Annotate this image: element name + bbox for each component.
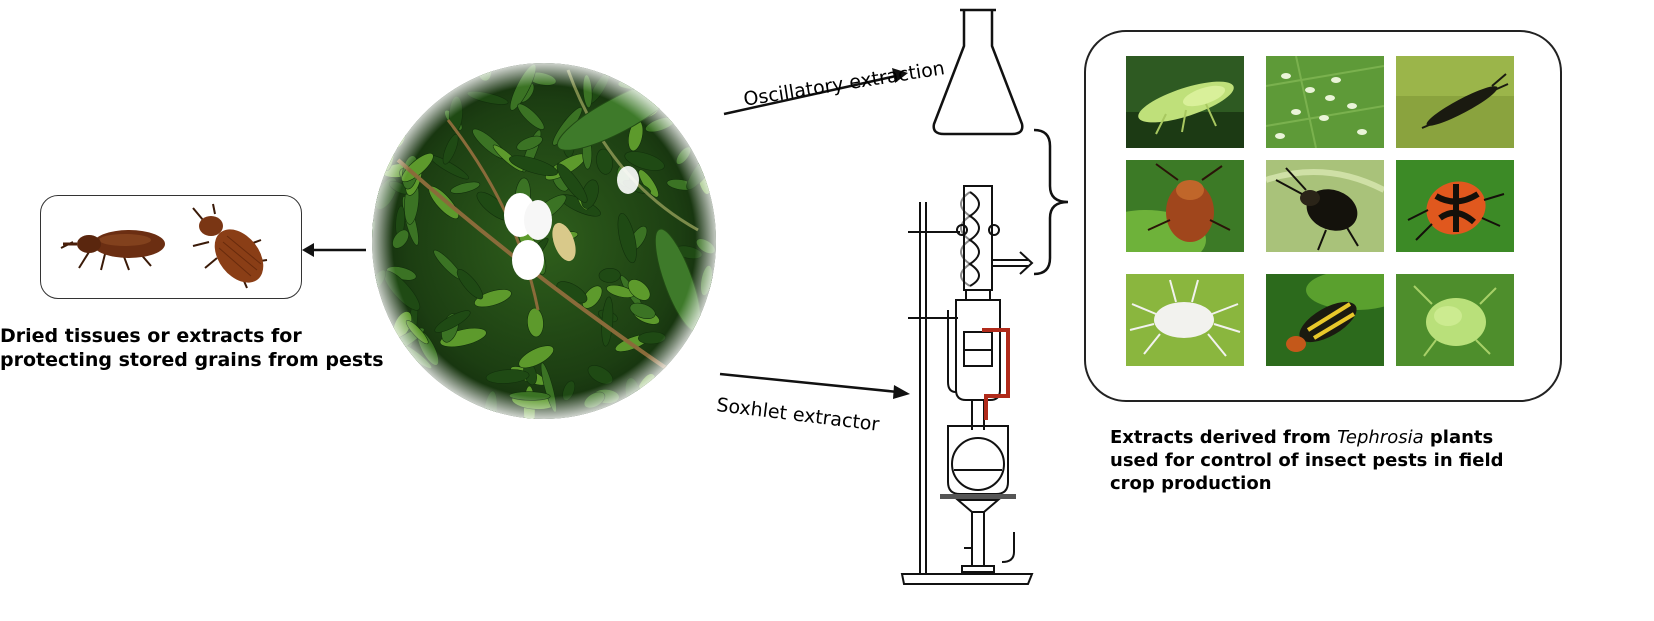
plant-photo [372,63,716,419]
leaflet [372,122,386,152]
arrow-to-soxhlet [719,372,910,399]
pest-tile-thrips [1396,56,1514,148]
leaflet [383,79,411,91]
arrow-to-stored-grains [302,243,366,257]
pest-tile-plant-bug [1126,160,1244,252]
field-caption-post: plants used for control of insect pests … [1110,427,1504,494]
pest-tile-harlequin-bug [1396,160,1514,252]
leaflet [392,370,416,417]
leaflet [390,376,431,395]
leaflet [692,328,716,370]
soxhlet-apparatus-icon [900,185,1034,585]
pest-tile-striped-beetle [1266,274,1384,366]
field-crop-caption: Extracts derived from Tephrosia plants u… [1110,426,1540,495]
leaflet [677,82,693,114]
leaflet [379,63,414,79]
leaflet [701,115,716,133]
leaflet [402,63,428,85]
arrow-to-flask [723,68,908,116]
leaflet [654,389,673,419]
field-caption-pre: Extracts derived from [1110,427,1338,448]
leaflet [390,101,406,137]
erlenmeyer-flask-icon [932,8,1024,136]
leaflet [372,117,390,135]
leaflet [668,94,712,111]
leaflet [666,391,695,415]
leaflet [388,381,404,410]
pest-tile-aphid [1396,274,1514,366]
stored-grains-box [40,195,302,299]
grain-beetle-icon [192,203,268,289]
leaflet [688,63,716,71]
leaflet [405,63,449,75]
pest-tile-insect-eggs [1266,56,1384,148]
weevil-icon [60,230,165,271]
field-caption-genus: Tephrosia [1337,427,1424,448]
pest-grid [1126,56,1530,368]
bracket-icon [1033,128,1069,276]
leaflet [391,367,416,386]
pest-tile-leafhopper [1126,56,1244,148]
pest-tile-black-beetle [1266,160,1384,252]
leaflet [702,67,716,113]
leaflet [372,399,385,419]
stored-grains-caption: Dried tissues or extracts for protecting… [0,325,384,371]
pest-tile-mealybug [1126,274,1244,366]
